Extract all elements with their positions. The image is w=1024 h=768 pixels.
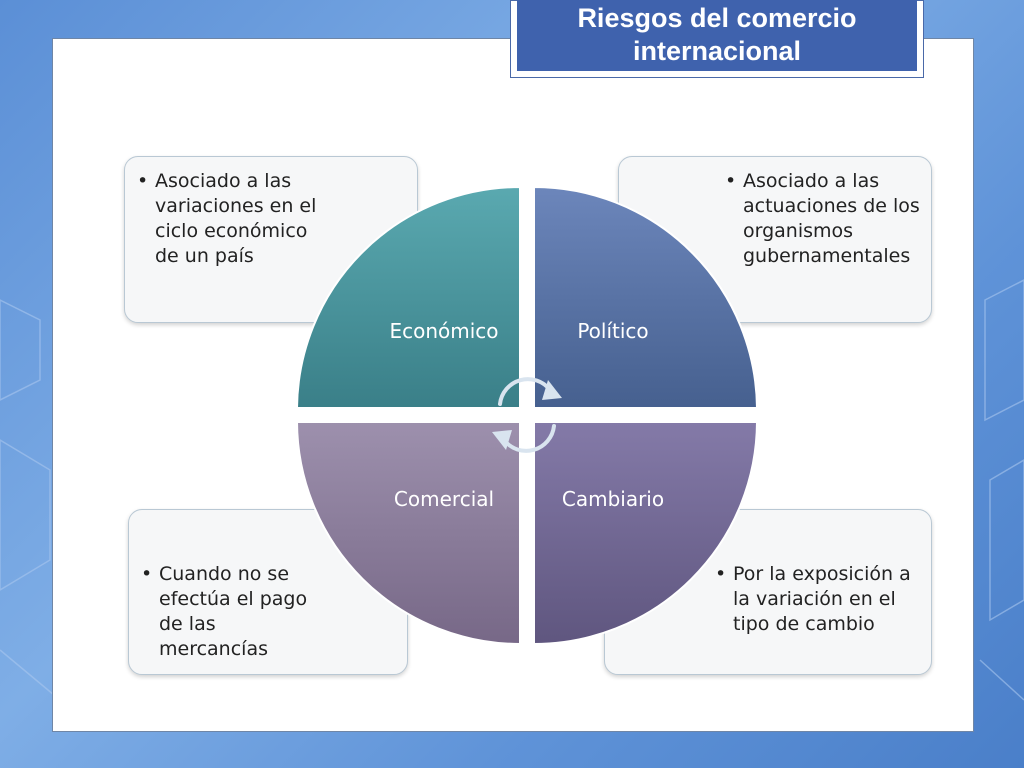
bullet-glyph: • [715, 563, 727, 585]
quadrant-politico [533, 185, 759, 409]
cycle-arrows-icon [492, 377, 562, 453]
bullet-glyph: • [725, 170, 737, 192]
bullet-glyph: • [137, 170, 149, 192]
quadrant-label-politico: Político [577, 319, 648, 343]
list-item: • Asociado a las variaciones en el ciclo … [137, 169, 337, 269]
quadrant-diagram: Económico Político Comercial Cambiario [295, 185, 759, 646]
description-comercial: Cuando no se efectúa el pago de las merc… [159, 563, 308, 660]
slide-title: Riesgos del comercio internacional [577, 3, 857, 66]
list-item: • Cuando no se efectúa el pago de las mer… [141, 562, 321, 662]
list-item: • Asociado a las actuaciones de los organ… [725, 169, 921, 269]
quadrant-cambiario [533, 421, 759, 646]
description-economico: Asociado a las variaciones en el ciclo e… [155, 170, 317, 267]
description-politico: Asociado a las actuaciones de los organi… [743, 170, 920, 267]
title-banner: Riesgos del comercio internacional [517, 0, 917, 71]
list-item: • Por la exposición a la variación en el … [715, 562, 921, 637]
quadrant-label-cambiario: Cambiario [562, 487, 664, 511]
quadrant-label-comercial: Comercial [394, 487, 494, 511]
bullet-glyph: • [141, 563, 153, 585]
quadrant-label-economico: Económico [389, 319, 498, 343]
title-box: Riesgos del comercio internacional [510, 0, 924, 78]
description-cambiario: Por la exposición a la variación en el t… [733, 563, 911, 635]
quadrant-comercial [295, 421, 521, 646]
quadrant-economico [295, 185, 521, 409]
